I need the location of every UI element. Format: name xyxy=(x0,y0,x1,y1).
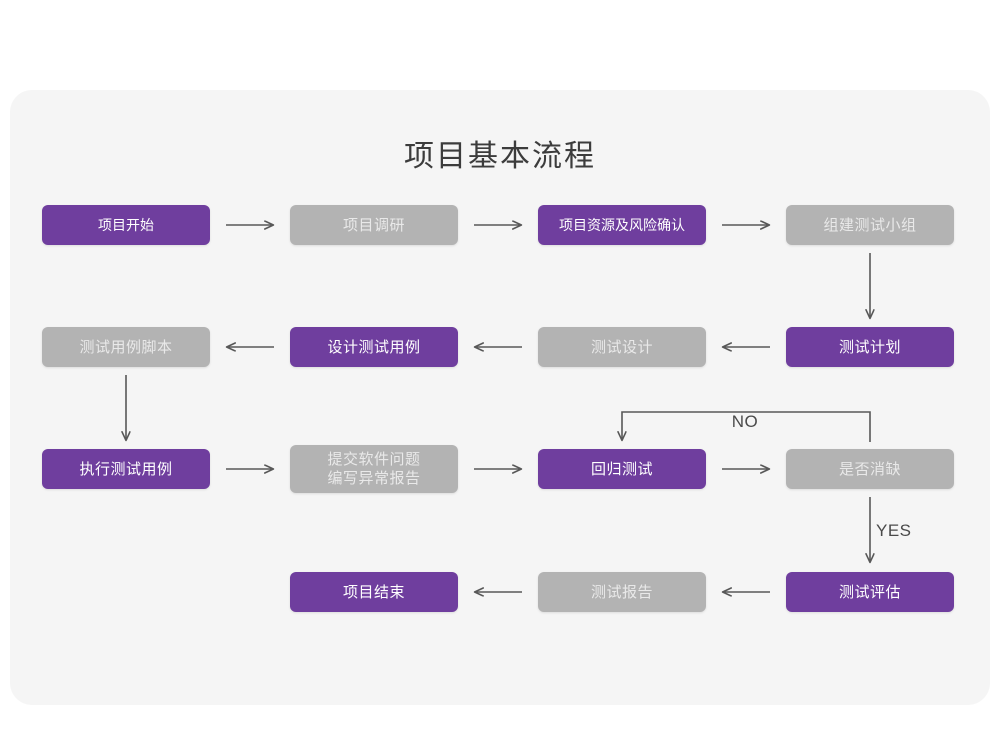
node-test-evaluation[interactable]: 测试评估 xyxy=(786,572,954,612)
node-project-end[interactable]: 项目结束 xyxy=(290,572,458,612)
node-resource-risk-confirm[interactable]: 项目资源及风险确认 xyxy=(538,205,706,245)
node-design-test-cases[interactable]: 设计测试用例 xyxy=(290,327,458,367)
node-regression-test[interactable]: 回归测试 xyxy=(538,449,706,489)
node-project-start[interactable]: 项目开始 xyxy=(42,205,210,245)
node-test-design[interactable]: 测试设计 xyxy=(538,327,706,367)
node-submit-defects-report[interactable]: 提交软件问题 编写异常报告 xyxy=(290,445,458,493)
edge-label-yes: YES xyxy=(876,521,912,540)
node-defects-resolved[interactable]: 是否消缺 xyxy=(786,449,954,489)
diagram-panel xyxy=(10,90,990,705)
node-execute-test-cases[interactable]: 执行测试用例 xyxy=(42,449,210,489)
node-form-test-team[interactable]: 组建测试小组 xyxy=(786,205,954,245)
node-project-research[interactable]: 项目调研 xyxy=(290,205,458,245)
page-title: 项目基本流程 xyxy=(404,140,596,173)
node-test-plan[interactable]: 测试计划 xyxy=(786,327,954,367)
edge-label-no: NO xyxy=(731,412,759,431)
node-test-report[interactable]: 测试报告 xyxy=(538,572,706,612)
node-test-case-scripts[interactable]: 测试用例脚本 xyxy=(42,327,210,367)
